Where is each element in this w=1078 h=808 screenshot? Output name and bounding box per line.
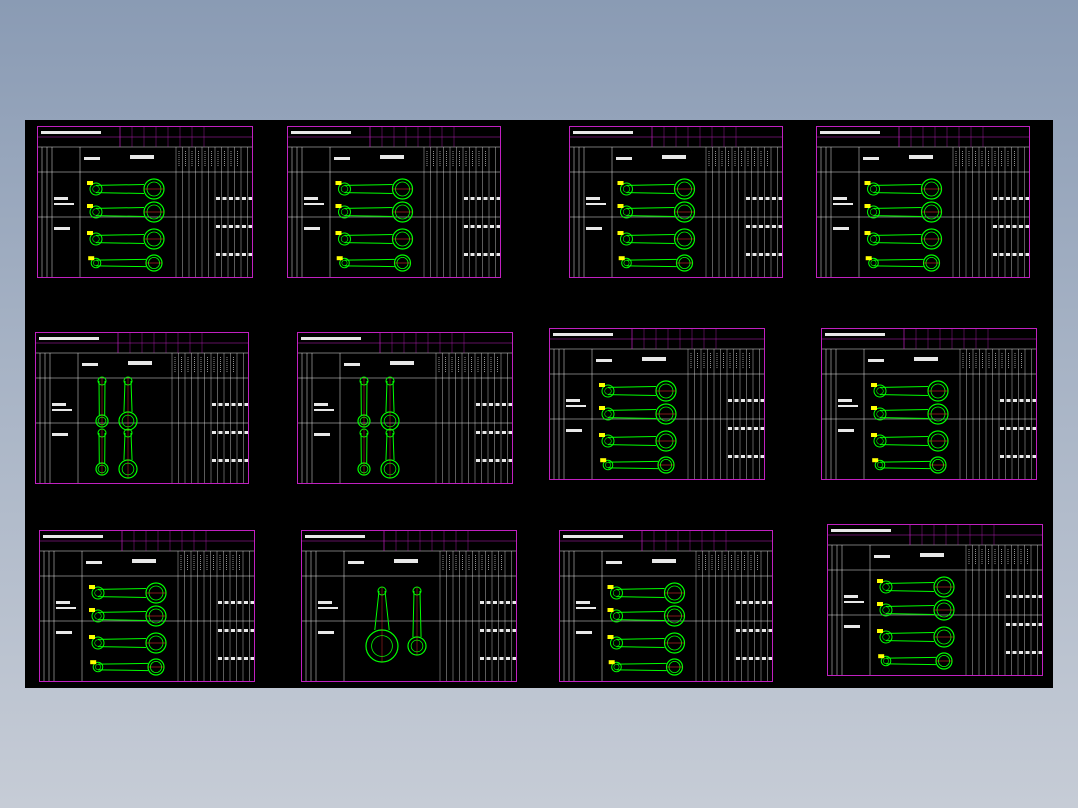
connecting-rod-side-view	[357, 428, 371, 476]
connecting-rod-side-view	[357, 376, 371, 428]
connecting-rod-view	[864, 201, 943, 223]
process-card-sheet-9[interactable]	[39, 530, 255, 682]
connecting-rod-view	[599, 430, 677, 452]
process-card-sheet-7[interactable]	[549, 328, 765, 480]
connecting-rod-front-view	[380, 428, 400, 479]
connecting-rod-view	[608, 658, 684, 676]
connecting-rod-view	[335, 178, 414, 200]
connecting-rod-front-view	[118, 376, 138, 431]
connecting-rod-view	[600, 456, 675, 474]
connecting-rod-side-view	[95, 376, 109, 428]
process-card-sheet-11[interactable]	[559, 530, 773, 682]
connecting-rod-view	[871, 430, 949, 452]
sheet-drawing	[828, 525, 1042, 675]
process-card-sheet-12[interactable]	[827, 524, 1043, 676]
connecting-rod-side-view	[95, 428, 109, 476]
connecting-rod-view	[89, 632, 167, 654]
sheet-drawing	[550, 329, 764, 479]
sheet-drawing	[817, 127, 1029, 277]
connecting-rod-view	[87, 178, 165, 200]
connecting-rod-view	[618, 254, 694, 272]
connecting-rod-view	[877, 576, 955, 598]
connecting-rod-view	[617, 178, 696, 200]
connecting-rod-view	[89, 605, 167, 627]
connecting-rod-view	[878, 652, 953, 670]
connecting-rod-view	[599, 403, 677, 425]
sheet-drawing	[822, 329, 1036, 479]
connecting-rod-view	[864, 178, 943, 200]
sheet-drawing	[302, 531, 516, 681]
connecting-rod-view	[89, 582, 167, 604]
connecting-rod-view	[864, 228, 943, 250]
process-card-sheet-2[interactable]	[287, 126, 501, 278]
connecting-rod-view	[90, 658, 165, 676]
connecting-rod-view	[877, 626, 955, 648]
sheet-drawing	[570, 127, 782, 277]
connecting-rod-view	[335, 228, 414, 250]
connecting-rod-view	[607, 605, 686, 627]
connecting-rod-front-view	[380, 376, 400, 431]
cad-drawing-viewport[interactable]	[25, 120, 1053, 688]
connecting-rod-view	[336, 254, 412, 272]
connecting-rod-view	[871, 403, 949, 425]
process-card-sheet-10[interactable]	[301, 530, 517, 682]
connecting-rod-view	[607, 582, 686, 604]
sheet-drawing	[40, 531, 254, 681]
connecting-rod-view	[872, 456, 947, 474]
sheet-drawing	[288, 127, 500, 277]
connecting-rod-view	[88, 254, 163, 272]
connecting-rod-view	[877, 599, 955, 621]
connecting-rod-view	[617, 228, 696, 250]
process-card-sheet-5[interactable]	[35, 332, 249, 484]
connecting-rod-view	[599, 380, 677, 402]
sheet-drawing	[560, 531, 772, 681]
sheet-drawing	[38, 127, 252, 277]
process-card-sheet-3[interactable]	[569, 126, 783, 278]
process-card-sheet-6[interactable]	[297, 332, 513, 484]
process-card-sheet-8[interactable]	[821, 328, 1037, 480]
connecting-rod-view	[87, 201, 165, 223]
connecting-rod-front-view	[118, 428, 138, 479]
connecting-rod-view	[335, 201, 414, 223]
connecting-rod-view	[617, 201, 696, 223]
sheet-drawing	[298, 333, 512, 483]
connecting-rod-view	[87, 228, 165, 250]
connecting-rod-view	[871, 380, 949, 402]
process-card-sheet-1[interactable]	[37, 126, 253, 278]
sheet-drawing	[36, 333, 248, 483]
connecting-rod-view	[607, 632, 686, 654]
connecting-rod-side-view	[407, 586, 427, 656]
connecting-rod-view	[865, 254, 941, 272]
process-card-sheet-4[interactable]	[816, 126, 1030, 278]
connecting-rod-front-view	[365, 586, 399, 663]
